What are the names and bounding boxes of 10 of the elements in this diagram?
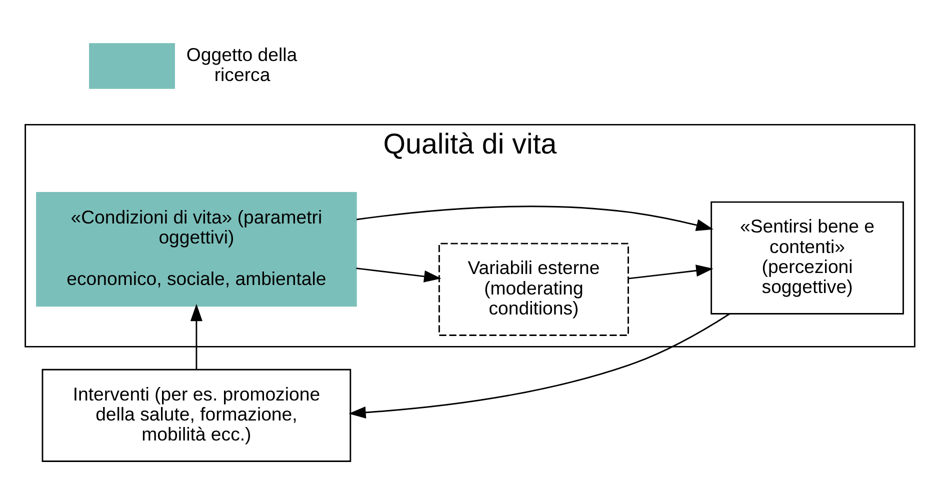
node-box: Variabili esterne (moderating conditions) (438, 242, 629, 336)
arrow (356, 267, 442, 282)
arrow (190, 303, 202, 369)
node-box: «Condizioni di vita» (parametri oggettivi) economico, sociale, ambientale (36, 192, 357, 306)
arrow (348, 312, 730, 418)
arrow (356, 205, 714, 230)
arrow (628, 264, 714, 279)
legend-label: Oggetto della ricerca (186, 43, 298, 84)
node-box: Interventi (per es. promozione della salute, formazione, mobilità ecc.) (42, 368, 352, 462)
node-box: «Sentirsi bene e contenti» (percezioni soggettive) (710, 200, 904, 314)
